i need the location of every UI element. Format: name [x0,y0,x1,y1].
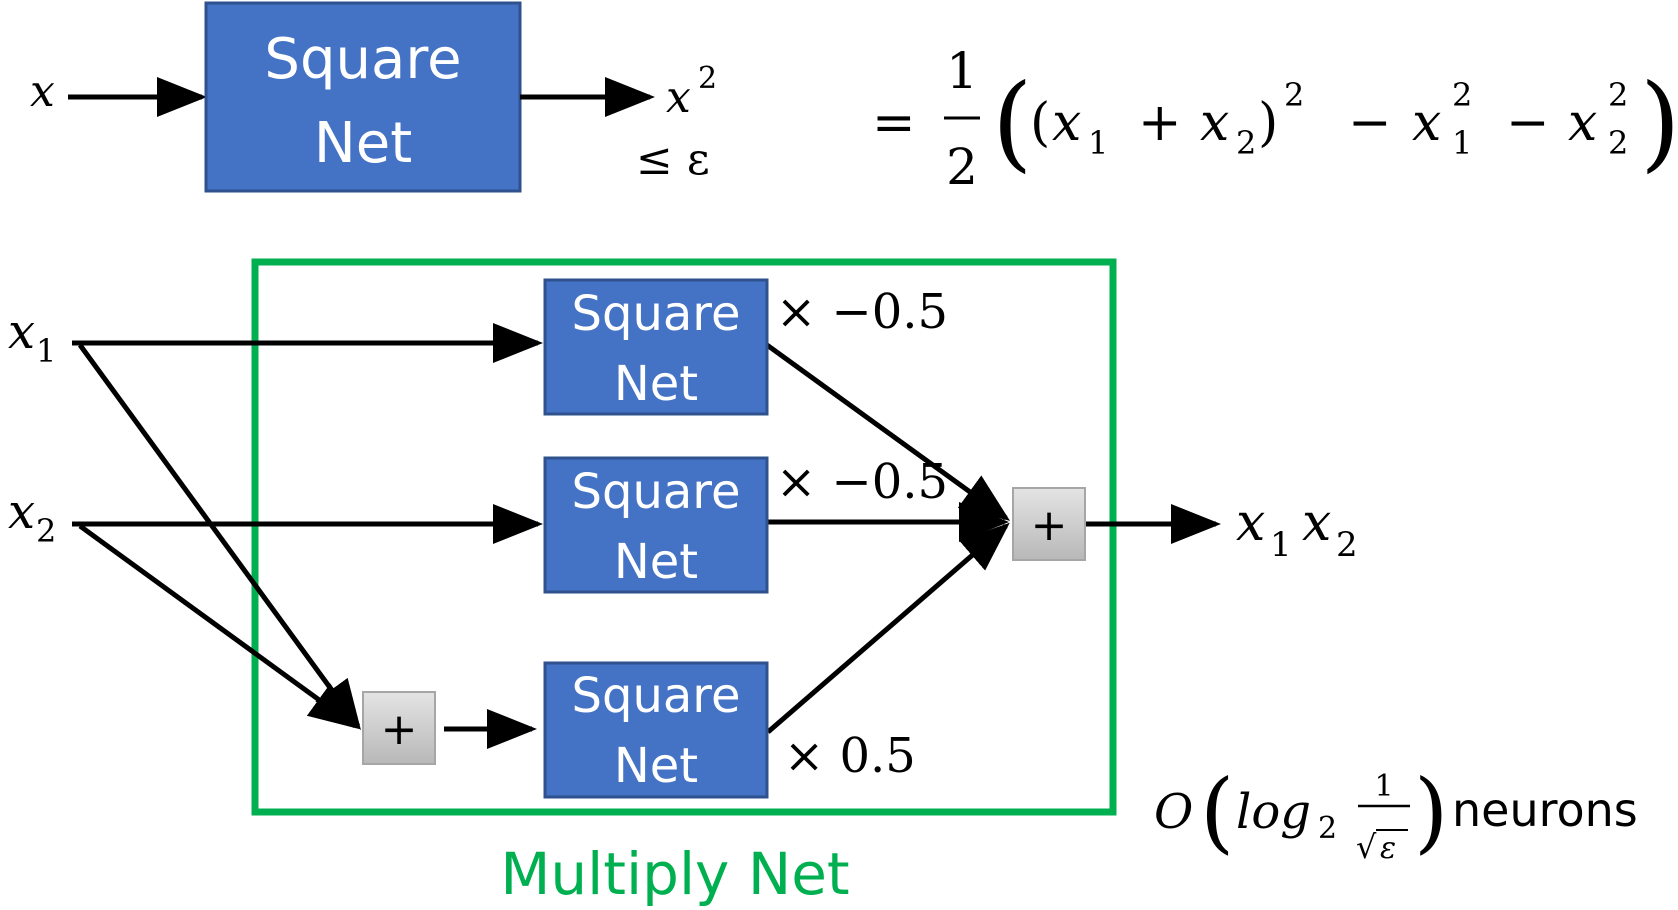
multiply-net-border [251,258,1117,816]
eq-frac-den: 2 [946,138,978,196]
complexity-annotation: O ( log 2 1 √ ε ) neurons [1154,760,1638,866]
top-output-exp: 2 [698,61,717,96]
complexity-sqrt-symbol: √ [1356,828,1377,866]
complexity-big-o: O [1154,784,1193,840]
eq-x2-sub: 2 [1236,124,1256,162]
top-input-x: x [30,66,55,117]
top-square-net-box [204,1,522,193]
input-x2-sub: 2 [36,512,56,550]
square-net-box-3-line1: Square [572,668,741,724]
eq-minus-1: − [1348,93,1392,153]
eq-inner-open: ( [1030,93,1050,153]
square-net-box-3-weight: × 0.5 [784,728,916,784]
square-net-box-1-line1: Square [572,286,741,342]
eq-minus-2: − [1506,93,1550,153]
top-error-bound: ≤ ε [636,134,710,185]
output-x1: x [1236,493,1265,553]
eq-inner-close: ) [1258,93,1278,153]
square-identity-equation: = 1 2 ( ( x 1 + x 2 ) 2 − x 2 1 − x 2 2 … [872,42,1678,196]
wire-x1-to-adder [77,343,361,731]
multiply-net-wires [72,323,1221,749]
output-x1-sub: 1 [1270,525,1292,565]
top-box-line2: Net [314,111,412,176]
square-net-box-2-line1: Square [572,464,741,520]
eq-open-paren: ( [992,61,1033,183]
complexity-open-paren: ( [1200,760,1234,863]
output-adder-rect [1012,487,1086,561]
complexity-close-paren: ) [1414,760,1448,863]
square-net-box-1: Square Net × −0.5 [543,278,948,416]
input-x1: x [8,304,35,360]
eq-x1-squared-sub: 1 [1452,124,1472,162]
input-adder: + [362,691,436,765]
square-net-box-1-line2: Net [614,356,698,412]
wire-square-1-to-output-adder [765,342,1011,521]
multiply-net-group: Multiply Net [251,258,1117,908]
wire-x2-to-adder [78,523,360,729]
eq-close-paren: ) [1640,61,1678,183]
top-square-net-block: x Square Net x 2 ≤ ε [30,1,717,193]
eq-x2-squared: x [1568,93,1597,153]
complexity-frac-num: 1 [1374,769,1393,804]
top-output-x: x [666,72,691,123]
square-net-box-2-weight: × −0.5 [776,454,948,510]
eq-x1: x [1052,93,1081,153]
square-net-box-2-rect [543,456,769,594]
eq-x1-squared: x [1412,93,1441,153]
output-adder-plus: + [1031,500,1068,551]
top-box-line1: Square [264,27,461,92]
square-net-box-1-weight: × −0.5 [776,284,948,340]
output-adder: + [1012,487,1086,561]
complexity-sqrt-arg: ε [1380,831,1396,866]
output-x2-sub: 2 [1336,525,1358,565]
square-net-box-1-rect [543,278,769,416]
multiply-net-label: Multiply Net [500,840,849,908]
complexity-log-sub: 2 [1318,811,1337,846]
eq-x2-squared-sub: 2 [1608,124,1628,162]
eq-inner-sup: 2 [1284,76,1304,114]
complexity-log: log [1236,784,1311,840]
eq-equals: = [872,93,916,153]
square-net-box-3-rect [543,661,769,799]
eq-plus: + [1138,93,1182,153]
multiply-net-output: x 1 x 2 [1236,493,1358,565]
output-x2: x [1302,493,1331,553]
input-adder-plus: + [381,704,418,755]
multiply-net-inputs: x 1 x 2 [8,304,56,550]
square-net-box-3-line2: Net [614,738,698,794]
eq-x2: x [1200,93,1229,153]
eq-frac-num: 1 [946,42,978,100]
eq-x1-squared-sup: 2 [1452,76,1472,114]
square-net-box-3: Square Net × 0.5 [543,661,916,799]
complexity-unit: neurons [1452,783,1638,837]
input-adder-rect [362,691,436,765]
input-x1-sub: 1 [36,332,56,370]
square-net-box-2-line2: Net [614,534,698,590]
input-x2: x [8,484,35,540]
wire-square-3-to-output-adder [766,522,1010,734]
eq-x2-squared-sup: 2 [1608,76,1628,114]
eq-x1-sub: 1 [1088,124,1108,162]
square-net-box-2: Square Net × −0.5 [543,454,948,594]
